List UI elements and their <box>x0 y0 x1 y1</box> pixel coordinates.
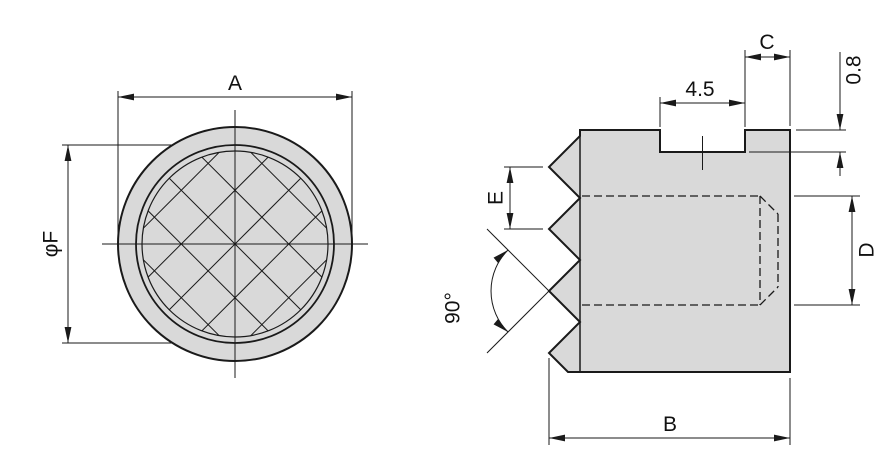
dimension-angle: 90° <box>441 228 550 354</box>
dimension-c: C <box>744 31 791 127</box>
dim-label-phi-f: φF <box>39 231 62 257</box>
dim-label-slot-width: 4.5 <box>685 78 714 101</box>
dim-label-b: B <box>663 413 677 436</box>
dim-label-a: A <box>228 72 242 95</box>
dimension-a: A <box>117 72 353 240</box>
dimension-b: B <box>548 358 791 445</box>
dim-label-slot-depth: 0.8 <box>842 55 865 84</box>
dimension-e: E <box>484 166 543 230</box>
dimension-phi-f: φF <box>39 144 172 344</box>
dimension-slot-depth: 0.8 <box>749 52 865 176</box>
hidden-bore-lines <box>582 195 779 306</box>
dim-label-e: E <box>484 191 507 205</box>
front-view: A φF <box>39 72 368 378</box>
dim-label-d: D <box>855 242 878 257</box>
side-view: C 4.5 0.8 E <box>441 31 878 445</box>
dimension-d: D <box>794 195 878 306</box>
side-body <box>547 129 791 373</box>
dimension-slot-width: 4.5 <box>659 78 745 127</box>
dim-label-c: C <box>759 31 774 54</box>
dim-label-angle: 90° <box>441 292 464 324</box>
